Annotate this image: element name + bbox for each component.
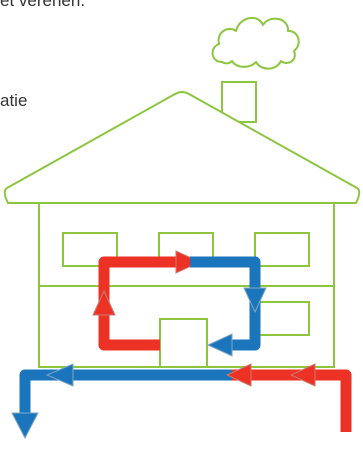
cold-flow-outlet: [25, 375, 232, 415]
cloud-icon: [213, 18, 299, 69]
house-window-lower-right: [255, 302, 309, 335]
house-door: [160, 319, 207, 367]
arrow-head-icon: [208, 334, 232, 356]
arrow-head-icon: [93, 291, 115, 315]
house-roof: [5, 92, 360, 203]
arrow-head-icon: [12, 413, 38, 438]
house-window-upper-right: [255, 233, 309, 266]
house: [5, 82, 360, 367]
arrow-head-icon: [244, 288, 266, 312]
